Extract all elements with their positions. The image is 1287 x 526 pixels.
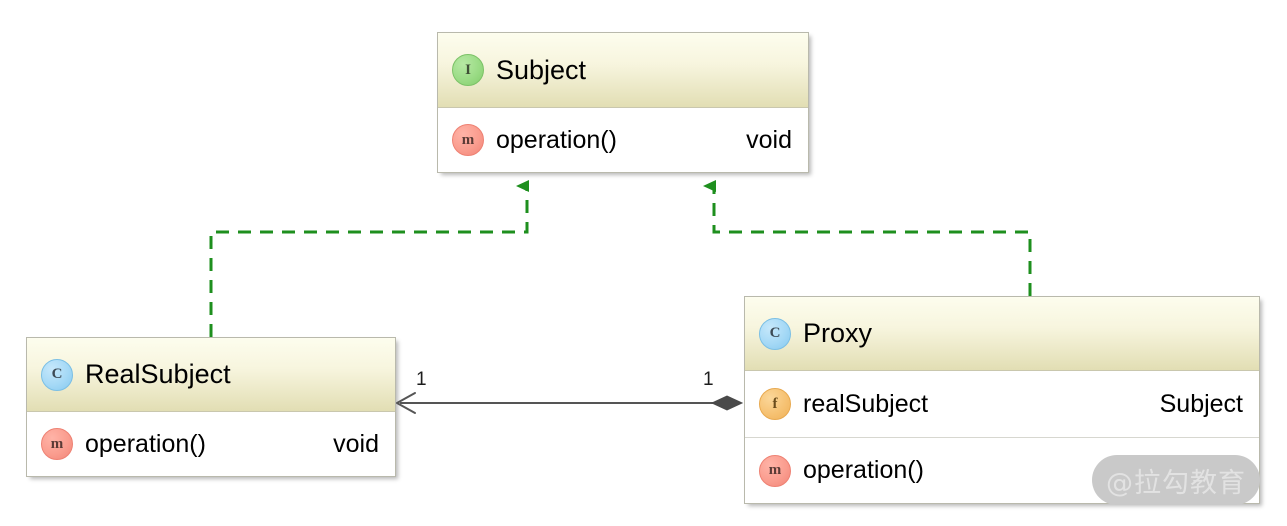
method-row-subject-operation[interactable]: m operation() void [438, 108, 808, 172]
method-return-type: void [746, 125, 792, 154]
method-icon: m [452, 124, 484, 156]
field-row-proxy-realsubject[interactable]: f realSubject Subject [745, 371, 1259, 437]
method-name: operation() [803, 456, 924, 484]
interface-icon: I [452, 54, 484, 86]
multiplicity-source: 1 [703, 369, 714, 390]
class-header-realsubject: C RealSubject [27, 338, 395, 412]
filled-diamond [710, 395, 744, 411]
method-return-type: void [333, 429, 379, 458]
class-name-proxy: Proxy [803, 318, 873, 348]
edge-proxy-aggregates-realsubject [396, 392, 744, 414]
field-type: Subject [1159, 389, 1243, 418]
class-icon: C [759, 317, 791, 350]
method-row-realsubject-operation[interactable]: m operation() void [27, 412, 395, 476]
class-header-subject: I Subject [438, 33, 808, 108]
class-name-subject: Subject [496, 54, 587, 85]
field-icon: f [759, 388, 791, 420]
method-icon: m [41, 428, 73, 460]
method-icon: m [759, 454, 791, 487]
class-icon: C [41, 358, 73, 391]
edge-proxy-implements-subject [703, 180, 1032, 296]
method-name: operation() [85, 429, 206, 458]
class-header-proxy: C Proxy [745, 297, 1259, 371]
watermark: @拉勾教育 [1092, 455, 1260, 505]
multiplicity-target: 1 [416, 369, 427, 390]
edge-realsubject-implements-subject [209, 180, 529, 337]
class-box-subject[interactable]: I Subject m operation() void [437, 32, 809, 173]
method-name: operation() [496, 125, 617, 154]
class-box-realsubject[interactable]: C RealSubject m operation() void [26, 337, 396, 477]
watermark-text: @拉勾教育 [1106, 467, 1246, 499]
field-name: realSubject [803, 389, 929, 418]
class-name-realsubject: RealSubject [85, 359, 231, 389]
